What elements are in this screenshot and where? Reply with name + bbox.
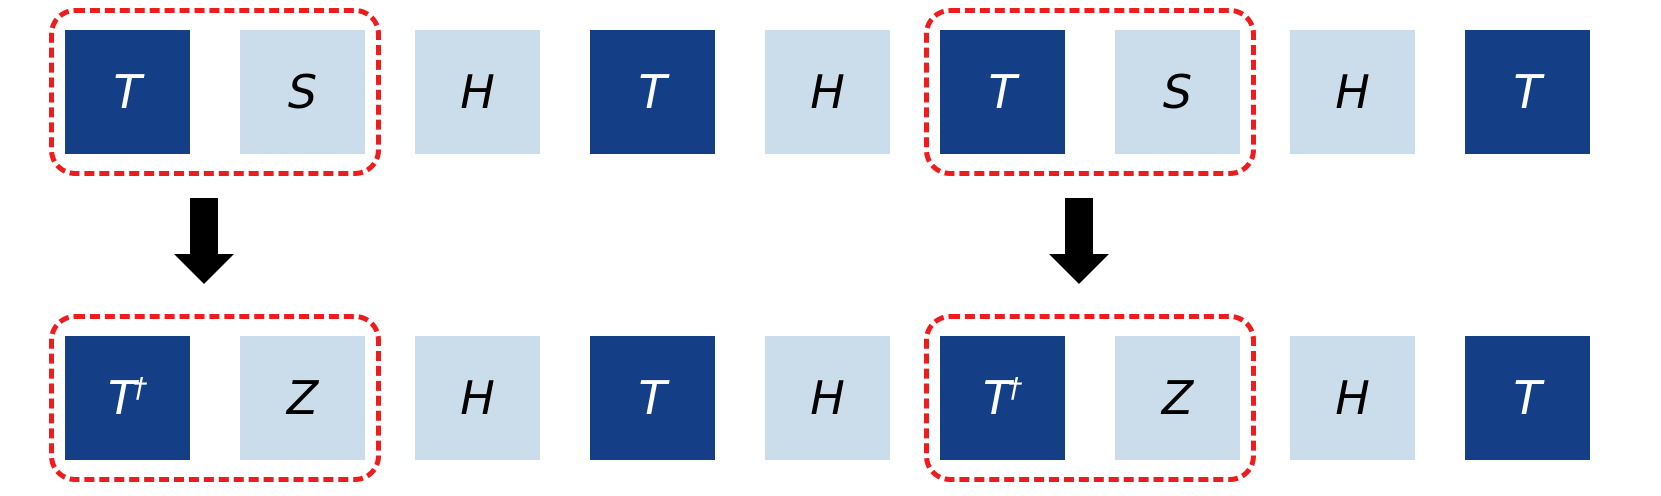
top-gate-7: S — [1115, 30, 1240, 154]
gate-label: T — [638, 65, 667, 119]
arrow-shape — [174, 198, 234, 284]
bottom-highlight-group-2 — [924, 314, 1256, 482]
bottom-gate-5: H — [765, 336, 890, 460]
arrow-shape — [1049, 198, 1109, 284]
top-gate-8: H — [1290, 30, 1415, 154]
gate-label: T — [113, 65, 142, 119]
bottom-gate-8: H — [1290, 336, 1415, 460]
down-arrow-icon — [1049, 198, 1109, 284]
gate-label: T — [638, 371, 667, 425]
bottom-gate-3: H — [415, 336, 540, 460]
top-gate-3: H — [415, 30, 540, 154]
gate-label: H — [460, 371, 495, 425]
gate-label: H — [810, 65, 845, 119]
bottom-gate-1: T† — [65, 336, 190, 460]
gate-label: H — [810, 371, 845, 425]
gate-label: S — [1162, 65, 1193, 119]
gate-label: Z — [286, 371, 319, 425]
gate-label: T — [107, 371, 137, 425]
gate-label: T — [982, 371, 1012, 425]
top-highlight-group-2 — [924, 8, 1256, 176]
bottom-gate-7: Z — [1115, 336, 1240, 460]
top-gate-1: T — [65, 30, 190, 154]
gate-label: H — [1335, 371, 1370, 425]
bottom-highlight-group-1 — [49, 314, 381, 482]
gate-label: S — [287, 65, 318, 119]
gate-label: T — [1513, 371, 1542, 425]
top-highlight-group-1 — [49, 8, 381, 176]
bottom-gate-9: T — [1465, 336, 1590, 460]
top-gate-4: T — [590, 30, 715, 154]
bottom-gate-4: T — [590, 336, 715, 460]
down-arrow-icon — [174, 198, 234, 284]
dagger-superscript: † — [133, 371, 148, 404]
gate-label: T — [1513, 65, 1542, 119]
gate-label: H — [460, 65, 495, 119]
top-gate-6: T — [940, 30, 1065, 154]
gate-label: Z — [1161, 371, 1194, 425]
gate-label: H — [1335, 65, 1370, 119]
bottom-gate-2: Z — [240, 336, 365, 460]
top-gate-5: H — [765, 30, 890, 154]
gate-label: T — [988, 65, 1017, 119]
top-gate-9: T — [1465, 30, 1590, 154]
dagger-superscript: † — [1008, 371, 1023, 404]
bottom-gate-6: T† — [940, 336, 1065, 460]
top-gate-2: S — [240, 30, 365, 154]
